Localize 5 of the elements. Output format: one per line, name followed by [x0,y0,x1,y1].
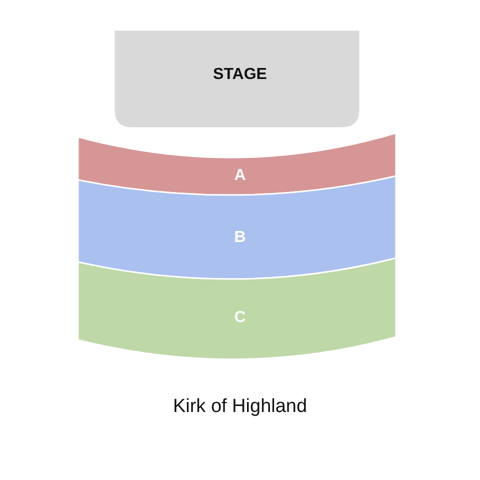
section-label: A [234,167,246,185]
stage-label: STAGE [213,66,267,84]
venue-name: Kirk of Highland [172,396,308,418]
section-label: B [234,229,246,247]
section-label: C [234,309,246,327]
